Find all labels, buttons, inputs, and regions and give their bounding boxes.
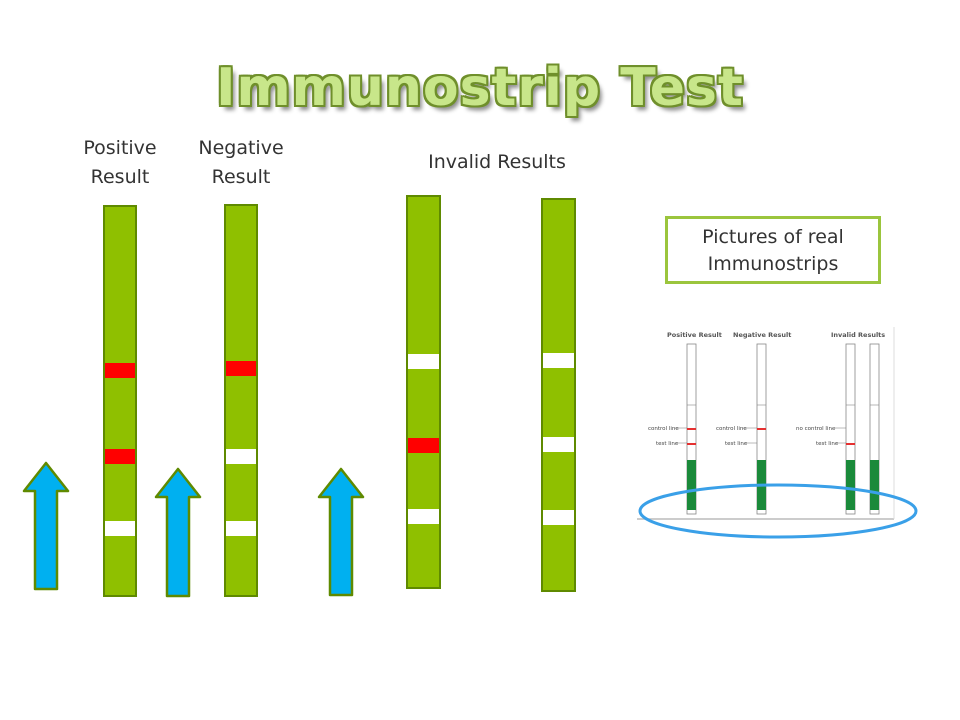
photo-strip-invalid-1 xyxy=(845,343,856,515)
control-line xyxy=(226,361,256,376)
sample-pad-line xyxy=(543,510,574,525)
immunostrip-photo: Positive Result Negative Result Invalid … xyxy=(637,322,918,539)
control-line xyxy=(408,354,439,369)
positive-result-label: Positive Result xyxy=(70,134,170,192)
negative-label-line2: Result xyxy=(211,166,271,188)
sample-pad-line xyxy=(408,509,439,524)
photo-header-negative: Negative Result xyxy=(733,331,791,339)
positive-label-line2: Result xyxy=(90,166,150,188)
positive-strip xyxy=(103,205,137,597)
sample-pad-line xyxy=(226,521,256,536)
photo-header-positive: Positive Result xyxy=(667,331,722,339)
negative-label-line1: Negative xyxy=(198,137,284,159)
invalid-strip-1 xyxy=(406,195,441,589)
positive-label-line1: Positive xyxy=(83,137,157,159)
photo-label-test-3: test line xyxy=(816,441,839,447)
flow-arrow-1 xyxy=(22,461,70,591)
test-line xyxy=(105,449,135,464)
control-line xyxy=(543,353,574,368)
invalid-strip-2 xyxy=(541,198,576,592)
photo-label-test-1: test line xyxy=(656,441,679,447)
sample-pad-highlight-ellipse xyxy=(638,483,918,539)
test-line xyxy=(543,437,574,452)
photo-label-test-2: test line xyxy=(725,441,748,447)
negative-result-label: Negative Result xyxy=(191,134,291,192)
flow-arrow-3 xyxy=(317,467,365,597)
photo-strip-positive xyxy=(686,343,697,515)
sample-pad-line xyxy=(105,521,135,536)
negative-strip xyxy=(224,204,258,597)
callout-line2: Immunostrips xyxy=(707,253,839,275)
test-line xyxy=(408,438,439,453)
photo-label-control-1: control line xyxy=(648,426,679,432)
callout-line1: Pictures of real xyxy=(702,226,844,248)
photo-strip-negative xyxy=(756,343,767,515)
real-pictures-callout: Pictures of real Immunostrips xyxy=(665,216,881,284)
control-line xyxy=(105,363,135,378)
test-line xyxy=(226,449,256,464)
photo-label-no-control: no control line xyxy=(796,426,836,432)
photo-label-control-2: control line xyxy=(716,426,747,432)
invalid-results-label: Invalid Results xyxy=(428,151,566,173)
photo-strip-invalid-2 xyxy=(869,343,880,515)
photo-header-invalid: Invalid Results xyxy=(831,331,885,339)
page-title: Immunostrip Test xyxy=(216,58,744,118)
flow-arrow-2 xyxy=(154,467,202,598)
